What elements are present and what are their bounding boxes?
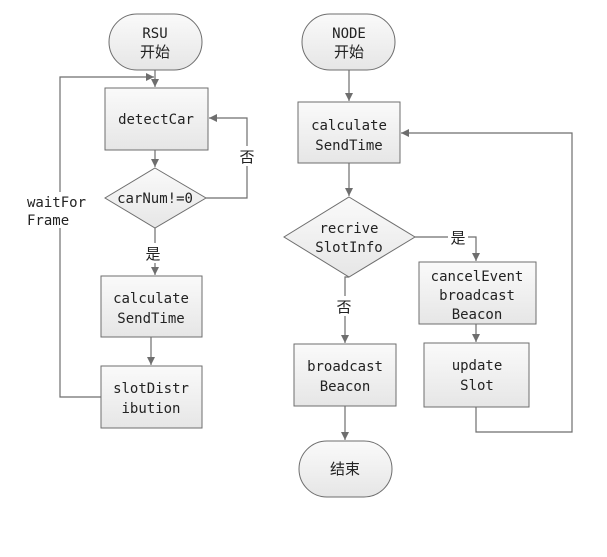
node-broadcast-label-1: broadcast bbox=[307, 359, 383, 375]
node-end-terminal: 结束 bbox=[298, 440, 393, 498]
rsu-calculate-sendtime-process: calculate SendTime bbox=[100, 275, 203, 338]
rsu-no-label: 否 bbox=[239, 148, 254, 166]
rsu-carnum-decision: carNum!=0 bbox=[104, 167, 207, 229]
arrow-rsu-wait-loop bbox=[59, 73, 154, 398]
rsu-loop-label-1: waitFor bbox=[27, 195, 86, 211]
node-cancel-event-process: cancelEvent broadcast Beacon bbox=[418, 261, 537, 325]
rsu-decision-label: carNum!=0 bbox=[117, 191, 193, 207]
rsu-slot-label-1: slotDistr bbox=[113, 381, 189, 397]
rsu-yes-label: 是 bbox=[145, 245, 160, 263]
rsu-detect-label: detectCar bbox=[118, 112, 194, 128]
node-calc-label-1: calculate bbox=[311, 118, 387, 134]
node-end-label: 结束 bbox=[330, 460, 360, 478]
node-start-label-cn: 开始 bbox=[334, 43, 364, 61]
rsu-calc-label-2: SendTime bbox=[117, 311, 184, 327]
node-cancel-label-2: broadcast bbox=[439, 288, 515, 304]
arrow-node-yes bbox=[415, 236, 480, 261]
node-cancel-label-3: Beacon bbox=[452, 307, 503, 323]
rsu-slot-distribution-process: slotDistr ibution bbox=[100, 365, 203, 429]
node-calculate-sendtime-process: calculate SendTime bbox=[297, 101, 401, 164]
node-no-label: 否 bbox=[336, 298, 351, 316]
node-cancel-label-1: cancelEvent bbox=[431, 269, 524, 285]
node-broadcast-beacon-process: broadcast Beacon bbox=[293, 343, 397, 407]
rsu-start-label: RSU bbox=[142, 26, 167, 42]
node-update-label-2: Slot bbox=[460, 378, 494, 394]
node-update-label-1: update bbox=[452, 358, 503, 374]
rsu-start-label-cn: 开始 bbox=[140, 43, 170, 61]
node-receive-slotinfo-decision: recrive SlotInfo bbox=[283, 196, 416, 278]
rsu-slot-label-2: ibution bbox=[121, 401, 180, 417]
node-start-label: NODE bbox=[332, 26, 366, 42]
node-decision-label-2: SlotInfo bbox=[315, 240, 382, 256]
node-update-slot-process: update Slot bbox=[423, 342, 530, 408]
node-broadcast-label-2: Beacon bbox=[320, 379, 371, 395]
rsu-loop-label-2: Frame bbox=[27, 213, 69, 229]
node-yes-label: 是 bbox=[450, 229, 465, 247]
rsu-start-terminal: RSU 开始 bbox=[108, 13, 203, 71]
rsu-calc-label-1: calculate bbox=[113, 291, 189, 307]
node-decision-label-1: recrive bbox=[319, 221, 378, 237]
rsu-detect-car-process: detectCar bbox=[104, 87, 209, 151]
node-calc-label-2: SendTime bbox=[315, 138, 382, 154]
arrow-node-no bbox=[341, 276, 349, 343]
arrow-node-update-loop bbox=[401, 129, 573, 433]
node-start-terminal: NODE 开始 bbox=[301, 13, 396, 71]
